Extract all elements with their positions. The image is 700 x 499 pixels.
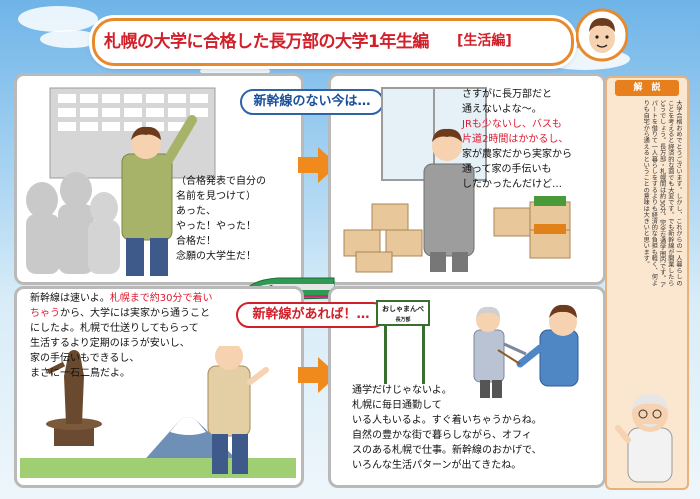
narrator-portrait xyxy=(576,8,628,62)
speech-part: 新幹線は速いよ。 xyxy=(30,293,110,304)
scene-exam-board xyxy=(26,87,216,276)
speech-line: 家が農家だから実家から xyxy=(462,149,572,160)
speech-line: 通えないよな〜。 xyxy=(462,104,542,115)
speech-line: さすがに長万部だと xyxy=(462,89,552,100)
thought-line: （合格発表で自分の xyxy=(176,176,266,187)
speech-line: 生活するより定期のほうが安いし、 xyxy=(30,338,190,349)
speech-line: したかったんだけど… xyxy=(462,179,562,190)
scene-commuters xyxy=(384,324,579,398)
speech-line: 札幌に毎日通勤して xyxy=(352,400,442,411)
professor-icon xyxy=(615,394,673,483)
speech-line-red: JRも少ないし、バスも xyxy=(462,119,562,130)
station-sign-sub: 長万部 xyxy=(376,316,430,326)
scene-statue-mountain xyxy=(20,346,296,478)
speech-line: ちゃうから、大学には実家から通うこと xyxy=(30,307,210,322)
cloud xyxy=(18,6,98,32)
speech-line: 新幹線は速いよ。札幌まで約30分で着い xyxy=(30,292,213,307)
thought-line: 名前を見つけて） xyxy=(176,191,256,202)
speech-line: 家の手伝いもできるし、 xyxy=(30,353,140,364)
bubble-now: 新幹線のない今は… xyxy=(240,89,384,115)
speech-part-red: 札幌まで約30分で着い xyxy=(109,293,213,304)
commentary-heading: 解 説 xyxy=(615,80,679,96)
cloud xyxy=(40,30,100,48)
page-subtitle: [生活編] xyxy=(457,33,512,49)
scene-moving-boxes xyxy=(343,87,571,273)
thought-line: 合格だ！ xyxy=(176,236,216,247)
speech-line: 通って家の手伝いも xyxy=(462,164,552,175)
thought-line: 念願の大学生だ！ xyxy=(176,251,256,262)
thought-line: やった！やった！ xyxy=(176,221,256,232)
speech-line: にしたよ。札幌で仕送りしてもらって xyxy=(30,323,199,334)
bubble-with-shinkansen: 新幹線があれば！… xyxy=(236,302,386,328)
speech-line: スのある札幌で仕事。新幹線のおかげで、 xyxy=(352,445,542,456)
commuter-heads xyxy=(476,304,577,336)
thought-line: あった、 xyxy=(176,206,216,217)
title-banner xyxy=(92,18,574,66)
speech-line: いる人もいるよ。すぐ着いちゃうからね。 xyxy=(352,415,542,426)
speech-part-red: ちゃう xyxy=(30,308,60,319)
speech-line: まさに一石二鳥だよ。 xyxy=(30,368,130,379)
speech-line: いろんな生活パターンが出てきたね。 xyxy=(352,460,522,471)
speech-line: 通学だけじゃないよ。 xyxy=(352,385,452,396)
speech-line-red: 片道2時間はかかるし、 xyxy=(462,134,569,145)
page-title: 札幌の大学に合格した長万部の大学1年生編 xyxy=(104,32,429,52)
commentary-text: 大学合格おめでとうございます。しかし、これからの一人暮らしのことを考えると経済的… xyxy=(642,100,682,288)
speech-line: 自然の豊かな街で暮らしながら、オフィ xyxy=(352,430,532,441)
speech-part: から、大学には実家から通うこと xyxy=(60,308,210,319)
